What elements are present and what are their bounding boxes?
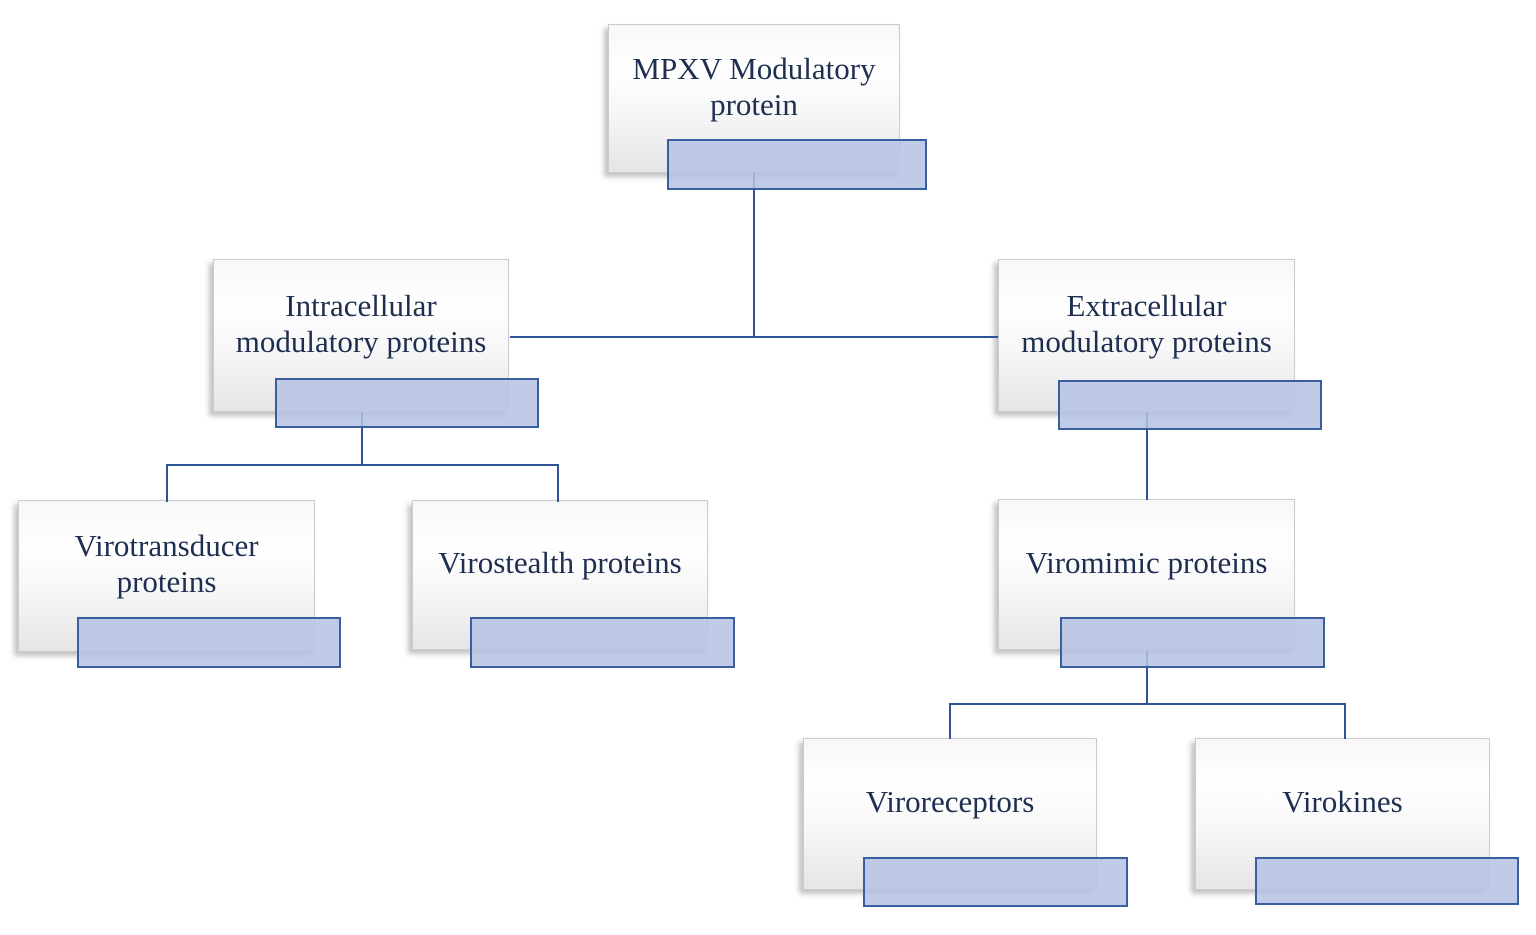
node-label: Virokines bbox=[1282, 784, 1403, 820]
connector-left-branch-horizontal bbox=[166, 464, 559, 466]
node-label: Virotransducer proteins bbox=[74, 528, 259, 599]
node-label: Intracellular modulatory proteins bbox=[235, 287, 487, 359]
connector-right-branch-horizontal bbox=[949, 703, 1345, 705]
connector-virostealth-drop bbox=[557, 464, 559, 502]
connector-viroreceptors-drop bbox=[949, 703, 951, 739]
placeholder-bar-extracellular bbox=[1058, 380, 1322, 430]
placeholder-bar-virotransducer bbox=[77, 617, 341, 668]
node-label: Viromimic proteins bbox=[1025, 544, 1268, 580]
placeholder-bar-viroreceptors bbox=[863, 857, 1128, 907]
connector-extracellular-to-viromimic bbox=[1146, 412, 1148, 500]
connector-virokines-drop bbox=[1344, 703, 1346, 739]
placeholder-bar-root bbox=[667, 139, 927, 190]
node-label: Virostealth proteins bbox=[438, 545, 682, 581]
connector-root-vertical bbox=[753, 173, 755, 338]
connector-intracellular-stub bbox=[361, 412, 363, 466]
placeholder-bar-viromimic bbox=[1060, 617, 1325, 668]
placeholder-bar-intracellular bbox=[275, 378, 539, 428]
connector-virotransducer-drop bbox=[166, 464, 168, 502]
node-label: Viroreceptors bbox=[865, 784, 1035, 820]
placeholder-bar-virokines bbox=[1255, 857, 1519, 905]
placeholder-bar-virostealth bbox=[470, 617, 735, 668]
connector-viromimic-stub bbox=[1146, 650, 1148, 705]
node-label: MPXV Modulatory protein bbox=[632, 50, 876, 122]
node-label: Extracellular modulatory proteins bbox=[1021, 287, 1272, 359]
connector-level2-horizontal bbox=[510, 336, 998, 338]
